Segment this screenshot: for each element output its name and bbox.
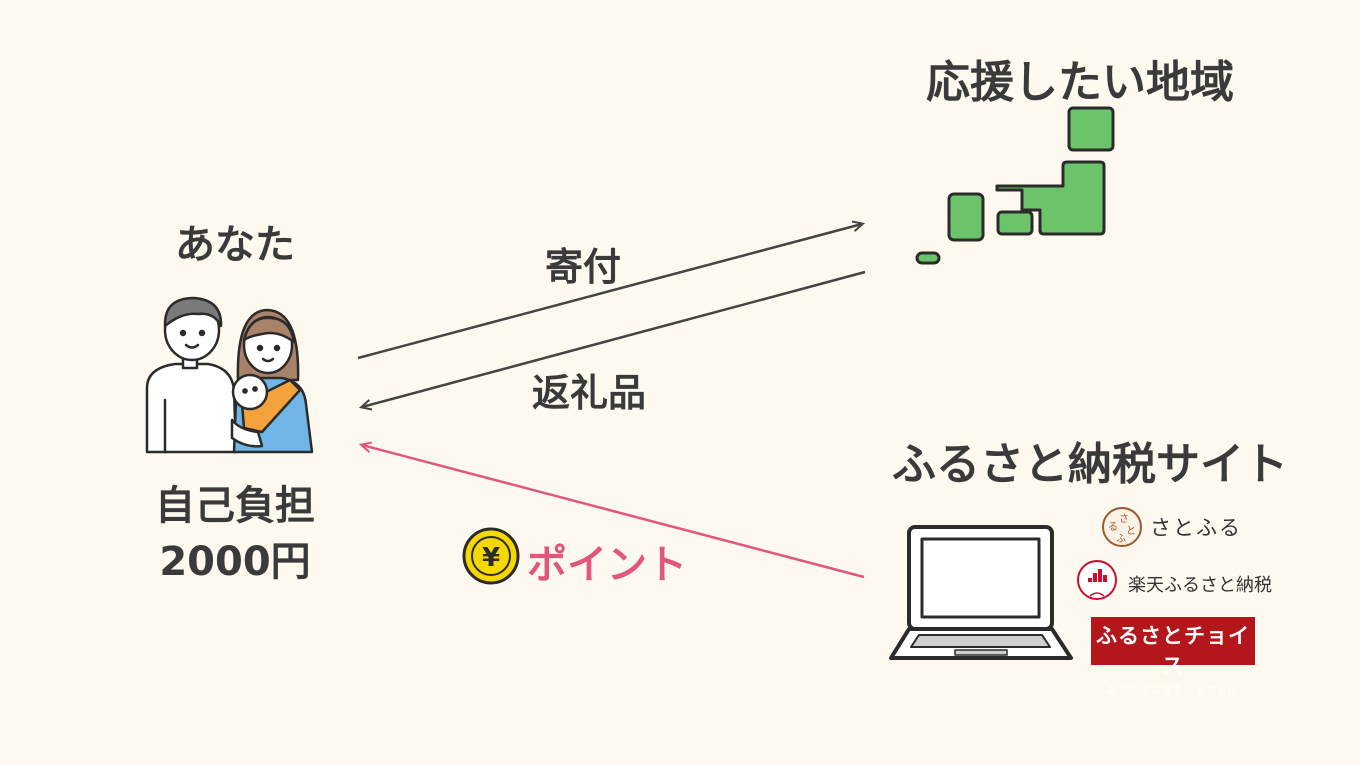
family-illustration-icon: [145, 296, 314, 454]
satofull-logo-char: さ: [1119, 513, 1129, 525]
satofull-logo-char: と: [1126, 525, 1136, 537]
donation-label: 寄付: [545, 245, 622, 289]
rakuten-logo-icon: [1077, 560, 1117, 600]
point-label: ポイント: [527, 542, 687, 588]
you-title: あなた: [175, 222, 295, 268]
yen-symbol: ¥: [482, 543, 500, 573]
self-burden-line1: 自己負担: [155, 483, 315, 529]
furusato-choice-tagline: あなたの意思をふるさとに: [1107, 686, 1239, 697]
self-burden-label: 自己負担 2000円: [0, 478, 470, 590]
yen-coin-icon: ¥: [462, 527, 520, 585]
donation-arrow: [357, 220, 866, 360]
laptop-icon: [889, 525, 1073, 660]
point-arrow: [358, 441, 865, 579]
satofull-logo-char: ふ: [1116, 533, 1126, 545]
site-title: ふるさと納税サイト: [892, 439, 1288, 490]
return-gift-label: 返礼品: [532, 371, 647, 415]
satofull-logo-char: る: [1108, 521, 1118, 533]
self-burden-amount: 2000円: [159, 539, 311, 585]
japan-map-icon: [915, 106, 1115, 265]
rakuten-furusato-name[interactable]: 楽天ふるさと納税: [1128, 575, 1272, 596]
furusato-choice-logo[interactable]: ふるさとチョイス あなたの意思をふるさとに: [1091, 617, 1255, 697]
furusato-choice-name: ふるさとチョイス: [1096, 624, 1250, 678]
satofull-logo-icon: さ と る ふ: [1102, 507, 1142, 547]
satofull-name[interactable]: さとふる: [1150, 516, 1242, 540]
return-gift-arrow: [358, 270, 866, 411]
region-title: 応援したい地域: [926, 57, 1234, 108]
